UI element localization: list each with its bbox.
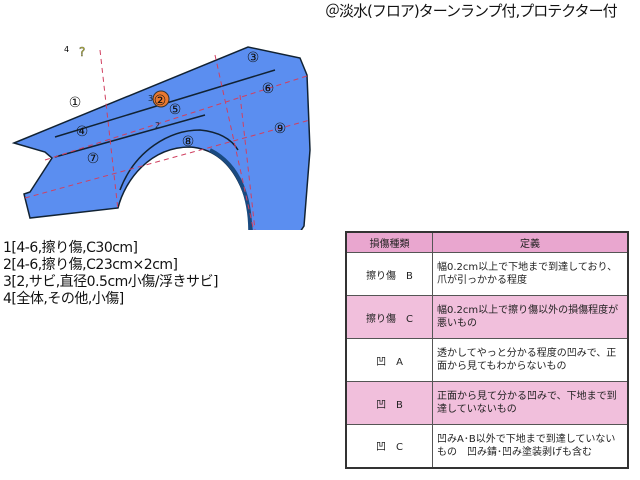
header-definition: 定義 xyxy=(432,231,629,253)
part-title: ＠淡水(フロア)ターンランプ付,プロテクター付 xyxy=(325,2,618,20)
definition-cell: 幅0.2cm以上で擦り傷以外の損傷程度が悪いもの xyxy=(432,295,629,339)
fender-diagram: ① ② ③ ④ ⑤ ⑥ ⑦ ⑧ ⑨ 4 ? 3 2 xyxy=(11,45,311,230)
note-item: 1[4-6,擦り傷,C30cm] xyxy=(3,240,138,256)
definition-cell: 正面から見て分かる凹みで、下地まで到達していないもの xyxy=(432,381,629,425)
zone-6: ⑥ xyxy=(262,81,275,97)
note-item: 4[全体,その他,小傷] xyxy=(3,291,124,307)
wheel-arch-liner xyxy=(209,148,253,230)
note-item: 3[2,サビ,直径0.5cm小傷/浮きサビ] xyxy=(3,274,218,290)
definition-cell: 幅0.2cm以上で下地まで到達しており、爪が引っかかる程度 xyxy=(432,252,629,296)
damage-notes: 1[4-6,擦り傷,C30cm] 2[4-6,擦り傷,C23cm×2cm] 3[… xyxy=(3,240,218,308)
question-pin-icon[interactable]: ? xyxy=(79,45,86,60)
type-cell: 擦り傷 B xyxy=(345,252,433,296)
type-cell: 擦り傷 C xyxy=(345,295,433,339)
fender-body xyxy=(11,46,311,230)
zone-5: ⑤ xyxy=(169,102,182,118)
zone-1: ① xyxy=(69,95,82,111)
marker-4-label: 4 xyxy=(64,45,69,54)
zone-8: ⑧ xyxy=(182,134,195,150)
note-item: 2[4-6,擦り傷,C23cm×2cm] xyxy=(3,257,178,273)
type-cell: 凹 C xyxy=(345,424,433,468)
zone-9: ⑨ xyxy=(274,121,287,137)
zone-4: ④ xyxy=(76,124,89,140)
header-type: 損傷種類 xyxy=(345,231,433,253)
type-cell: 凹 B xyxy=(345,381,433,425)
zone-2: ② xyxy=(154,93,167,109)
marker-2-label: 2 xyxy=(155,121,160,130)
definition-cell: 透かしてやっと分かる程度の凹みで、正面から見てもわからないもの xyxy=(432,338,629,382)
definition-cell: 凹みA･B以外で下地まで到達していないもの 凹み錆･凹み塗装剥げも含む xyxy=(432,424,629,468)
type-cell: 凹 A xyxy=(345,338,433,382)
marker-3-label: 3 xyxy=(148,94,153,103)
zone-7: ⑦ xyxy=(87,151,100,167)
zone-3: ③ xyxy=(247,50,260,66)
